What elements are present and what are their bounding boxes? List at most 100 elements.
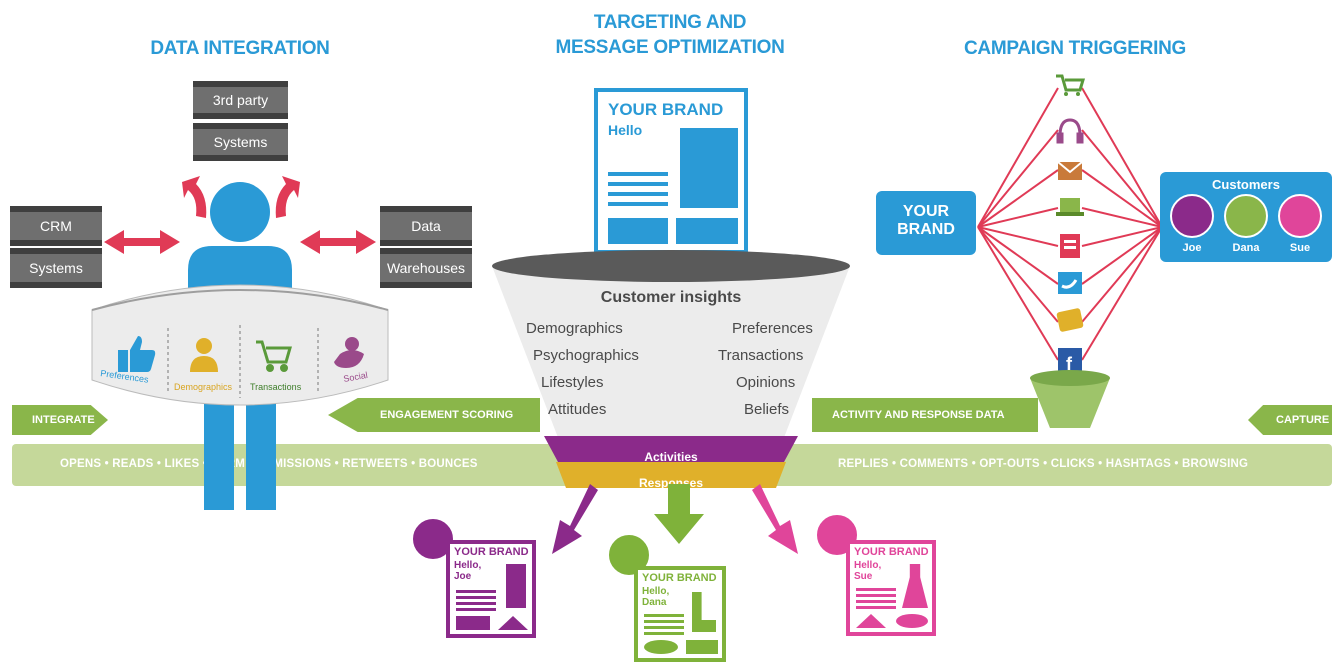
insight-left: Psychographics: [533, 347, 639, 364]
capture-tag: CAPTURE: [1248, 405, 1332, 435]
warehouse-barrel-bottom: Warehouses: [380, 248, 472, 288]
brand-card-line: [608, 192, 668, 196]
data-integration-graphic: Preferences Demographics Transactions So…: [91, 176, 389, 510]
headset-channel-icon: [1056, 118, 1084, 144]
green-arrow: [654, 484, 704, 544]
output-card-lines: [644, 614, 684, 636]
customer-avatar-sue: [1278, 194, 1322, 238]
red-curved-arrow-left: [182, 176, 207, 218]
customer-name: Dana: [1232, 242, 1260, 254]
output-arrows: [552, 484, 798, 554]
output-card-name: Sue: [854, 571, 873, 582]
engagement-scoring-label: ENGAGEMENT SCORING: [380, 409, 514, 421]
activity-response-label: ACTIVITY AND RESPONSE DATA: [832, 409, 1005, 421]
insights-heading: Customer insights: [600, 289, 742, 306]
integrate-label: INTEGRATE: [32, 414, 95, 426]
collector-funnel: [1030, 370, 1110, 428]
data-label: Data: [411, 218, 441, 234]
brand-card-greeting: Hello: [608, 122, 643, 138]
brand-card: YOUR BRAND Hello: [594, 88, 748, 254]
third-party-barrel-bottom: Systems: [193, 123, 288, 161]
insight-right: Transactions: [718, 347, 804, 364]
output-card-block: [644, 640, 678, 654]
insight-left: Lifestyles: [541, 374, 604, 391]
insight-left: Demographics: [526, 320, 623, 337]
output-card-hello: Hello,: [454, 560, 482, 571]
right-events-text: REPLIES • COMMENTS • OPT-OUTS • CLICKS •…: [838, 458, 1249, 470]
campaign-brand-line2: BRAND: [897, 221, 955, 238]
cart-channel-icon: [1056, 74, 1086, 96]
integrate-tag: INTEGRATE: [12, 405, 108, 435]
ring-label-transactions: Transactions: [250, 382, 302, 392]
output-card-lines: [456, 590, 496, 612]
brand-card-line: [608, 172, 668, 176]
data-integration-title: DATA INTEGRATION: [150, 38, 330, 59]
engagement-scoring-tag: ENGAGEMENT SCORING: [328, 398, 540, 432]
activities-label: Activities: [644, 450, 698, 464]
ring-label-demographics: Demographics: [174, 382, 233, 392]
output-card-block: [686, 640, 718, 654]
campaign-brand-line1: YOUR: [902, 203, 950, 220]
brand-card-line: [608, 182, 668, 186]
document-channel-icon: [1060, 234, 1080, 258]
output-card-brand: YOUR BRAND: [454, 546, 529, 558]
pink-arrow: [752, 484, 798, 554]
thumbs-up-icon: [118, 336, 156, 372]
red-curved-arrow-right: [275, 176, 300, 218]
output-card-block: [456, 616, 490, 630]
brand-card-line: [608, 202, 668, 206]
data-ring: [91, 284, 389, 406]
customer-name: Joe: [1182, 242, 1202, 254]
campaign-brand-box: YOUR BRAND: [876, 191, 976, 255]
output-card-lines: [856, 588, 896, 610]
red-double-arrow-right: [300, 230, 376, 254]
campaign-graphic: f: [977, 74, 1163, 428]
mail-channel-icon: [1057, 161, 1083, 180]
laptop-channel-icon: [1056, 198, 1084, 216]
bird-icon: [334, 337, 364, 368]
output-card-block: [498, 616, 528, 630]
boots-icon: [692, 592, 716, 632]
warehouses-label: Warehouses: [386, 260, 466, 276]
brand-card-block: [608, 218, 668, 244]
output-card-hello: Hello,: [642, 586, 670, 597]
brand-card-block: [676, 218, 738, 244]
pants-icon: [506, 564, 526, 608]
output-card-dana: YOUR BRAND Hello, Dana: [634, 566, 726, 662]
output-card-sue: YOUR BRAND Hello, Sue: [846, 540, 936, 636]
crm-label: CRM: [40, 218, 72, 234]
svg-text:f: f: [1066, 354, 1073, 374]
insight-left: Attitudes: [548, 401, 607, 418]
customer-avatar-joe: [1170, 194, 1214, 238]
person-small-icon: [190, 338, 218, 372]
output-card-joe: YOUR BRAND Hello, Joe: [446, 540, 536, 638]
third-party-label: 3rd party: [212, 92, 269, 108]
brand-card-image: [680, 128, 738, 208]
campaign-triggering-title: CAMPAIGN TRIGGERING: [964, 38, 1186, 59]
third-party-barrel-top: 3rd party: [193, 81, 288, 119]
cart-icon: [256, 340, 292, 372]
warehouse-barrel-top: Data: [380, 206, 472, 246]
output-card-brand: YOUR BRAND: [642, 572, 717, 584]
activity-response-tag: ACTIVITY AND RESPONSE DATA: [812, 398, 1038, 432]
customer-avatar-dana: [1224, 194, 1268, 238]
fan-lines: [977, 87, 1163, 361]
output-card-name: Joe: [454, 571, 472, 582]
output-card-brand: YOUR BRAND: [854, 546, 929, 558]
insight-right: Beliefs: [744, 401, 790, 418]
brand-card-brand: YOUR BRAND: [608, 100, 724, 119]
crm-barrel-top: CRM: [10, 206, 102, 246]
insights-funnel: [492, 250, 850, 488]
insight-right: Preferences: [732, 320, 813, 337]
third-party-systems-label: Systems: [213, 134, 268, 150]
sms-channel-icon: [1056, 308, 1084, 332]
customer-name: Sue: [1289, 242, 1311, 254]
output-card-hello: Hello,: [854, 560, 882, 571]
customers-box: Customers Joe Dana Sue: [1160, 172, 1332, 262]
crm-systems-label: Systems: [29, 260, 83, 276]
output-card-block: [896, 614, 928, 628]
targeting-title-line2: MESSAGE OPTIMIZATION: [555, 37, 785, 58]
ring-label-social: Social: [343, 370, 369, 384]
twitter-channel-icon: [1058, 272, 1082, 294]
red-double-arrow-left: [104, 230, 180, 254]
